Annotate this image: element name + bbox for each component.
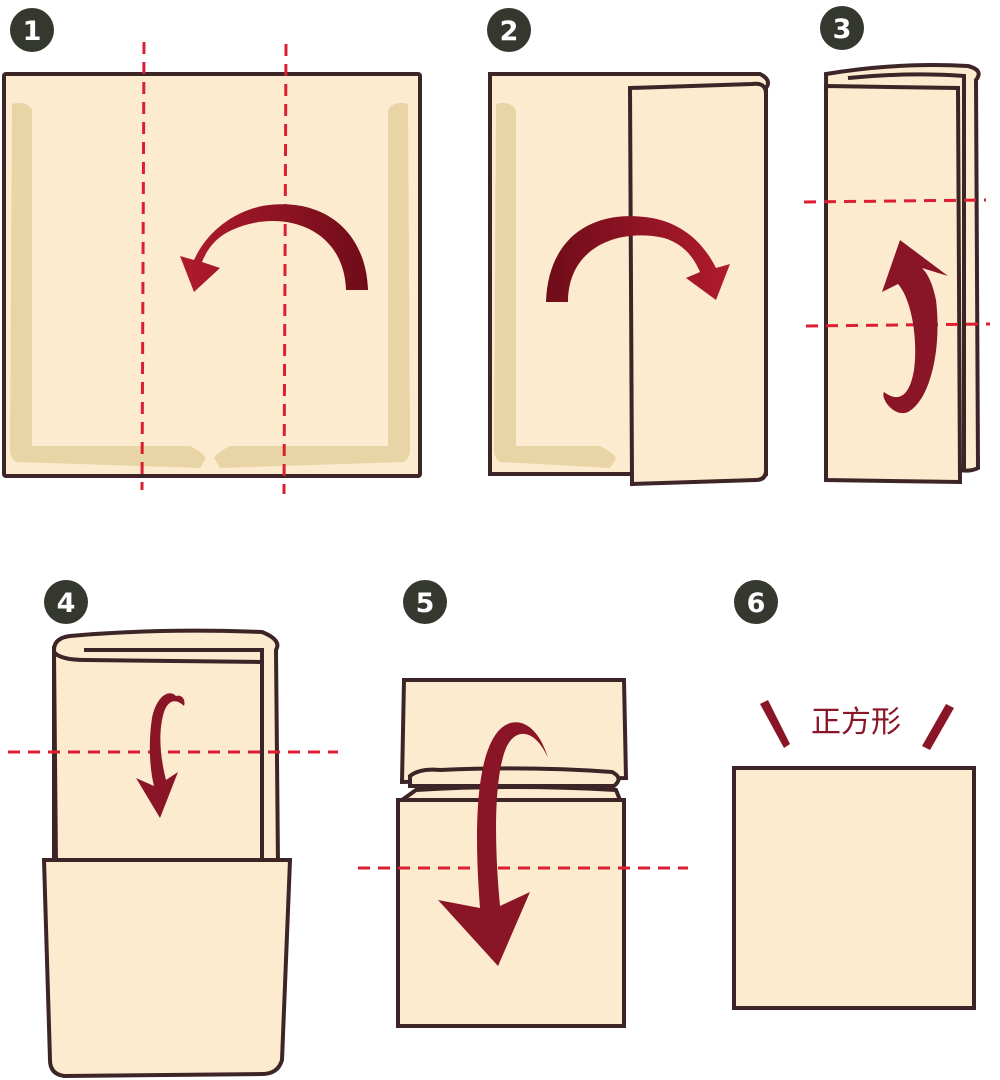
step-5: 5 xyxy=(358,580,688,1028)
step-number: 2 xyxy=(500,16,519,47)
fold-line xyxy=(803,198,987,204)
paper-lower-panel xyxy=(41,858,293,1079)
step-1: 1 xyxy=(2,8,422,495)
result-label: 正方形 xyxy=(811,705,901,740)
step-badge: 3 xyxy=(820,6,864,50)
step-number: 6 xyxy=(747,588,766,619)
step-badge: 4 xyxy=(44,580,88,624)
fold-arrow xyxy=(882,240,948,414)
step-number: 1 xyxy=(23,16,42,47)
fold-arrow xyxy=(546,216,730,302)
paper-roll-edge xyxy=(408,766,621,788)
step-4: 4 xyxy=(8,580,338,1079)
step-number: 5 xyxy=(416,588,435,619)
fold-line xyxy=(140,41,146,491)
paper-inner-layer xyxy=(395,785,623,802)
hem-band xyxy=(10,102,410,468)
paper-inner-layer xyxy=(847,72,966,470)
step-number: 3 xyxy=(833,14,852,45)
step-6: 6 正方形 xyxy=(732,580,976,1010)
fold-arrow xyxy=(136,693,185,818)
step-2: 2 xyxy=(487,8,770,487)
step-badge: 5 xyxy=(403,580,447,624)
step-badge: 2 xyxy=(487,8,531,52)
step-badge: 6 xyxy=(734,580,778,624)
hem-band xyxy=(494,102,616,468)
step-3: 3 xyxy=(803,6,991,485)
emphasis-marks xyxy=(760,700,954,750)
fold-arrow xyxy=(438,722,548,966)
step-number: 4 xyxy=(57,588,76,619)
finished-square xyxy=(732,766,976,1010)
fold-line xyxy=(805,322,991,328)
fold-arrow xyxy=(180,204,368,292)
fold-line xyxy=(282,43,288,495)
step-badge: 1 xyxy=(10,8,54,52)
